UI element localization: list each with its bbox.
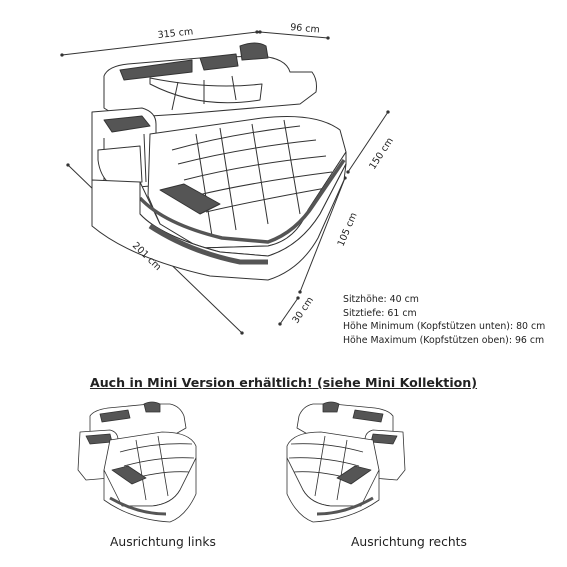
- spec-seat-height: Sitzhöhe: 40 cm: [343, 294, 419, 305]
- dimension-line-right-mid: [298, 176, 347, 294]
- spec-height-min: Höhe Minimum (Kopfstützen unten): 80 cm: [343, 321, 546, 333]
- caption-left: Ausrichtung links: [110, 535, 216, 549]
- dimension-label-width: 315 cm: [157, 26, 194, 41]
- spec-seat-depth: Sitztiefe: 61 cm: [343, 307, 417, 319]
- dimension-label-right-long: 150 cm: [367, 136, 396, 172]
- mini-sofa-right-drawing: [286, 401, 406, 523]
- dimension-label-right-mid: 105 cm: [336, 211, 360, 248]
- mini-sofa-left-drawing: [77, 401, 197, 523]
- dimension-label-depth: 96 cm: [290, 22, 320, 36]
- spec-height-max: Höhe Maximum (Kopfstützen oben): 96 cm: [343, 334, 545, 346]
- dimension-line-right-short: [278, 296, 300, 326]
- caption-right: Ausrichtung rechts: [351, 535, 467, 549]
- dimension-line-width: [60, 30, 259, 57]
- mini-version-notice: Auch in Mini Version erhältlich! (siehe …: [89, 375, 478, 390]
- dimension-label-right-short: 30 cm: [290, 295, 316, 326]
- dimension-line-depth: [258, 30, 330, 40]
- main-sofa-drawing: [91, 42, 347, 281]
- dimension-line-right-long: [346, 110, 390, 174]
- specs-list: Sitzhöhe: 40 cm Sitztiefe: 61 cm Höhe Mi…: [343, 293, 545, 347]
